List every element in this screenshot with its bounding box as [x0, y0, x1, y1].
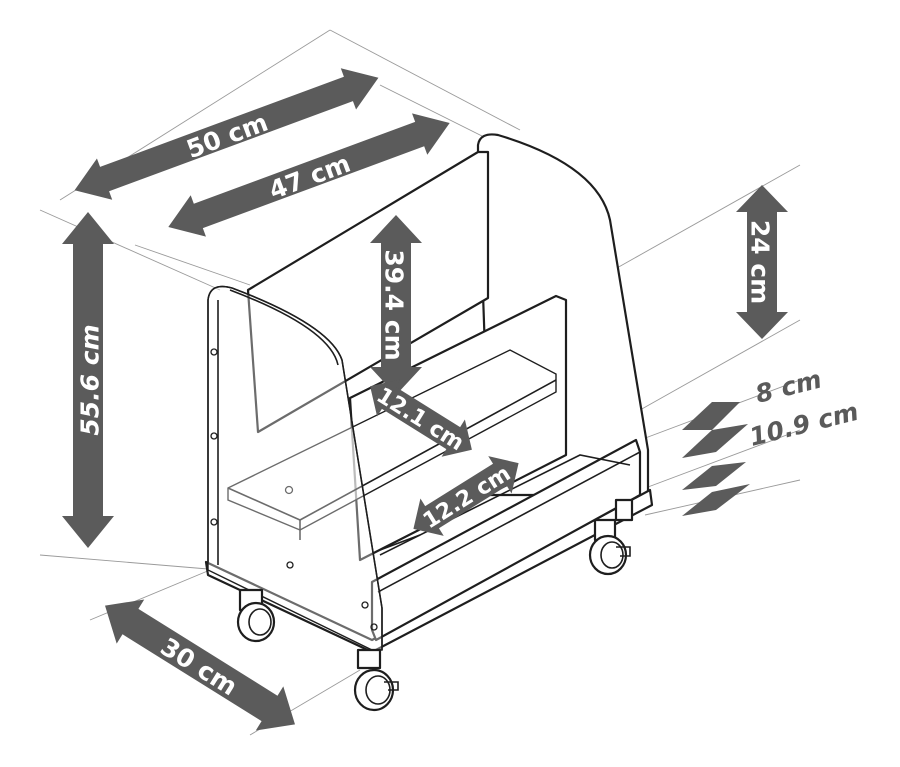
label-side-height: 24 cm: [746, 220, 775, 304]
screw-holes: [210, 348, 378, 631]
dimension-side-height: 24 cm: [736, 185, 788, 339]
label-total-height: 55.6 cm: [76, 324, 105, 435]
upper-shelf: [227, 349, 557, 531]
back-panel: [246, 150, 490, 434]
caster-back-left: [614, 498, 634, 522]
dimension-total-height: 55.6 cm: [62, 212, 114, 548]
label-total-width: 50 cm: [183, 108, 272, 164]
cart: [204, 133, 654, 712]
caster-front-right: [353, 648, 399, 712]
label-inner-height: 39.4 cm: [380, 249, 409, 360]
dimension-total-width: 50 cm: [74, 68, 379, 200]
dimension-inner-height: 39.4 cm: [370, 215, 422, 395]
base-plate: [204, 488, 654, 654]
label-front-panel: 8 cm: [752, 364, 824, 408]
caster-front-left: [236, 588, 276, 643]
caster-back-right: [588, 518, 631, 576]
label-inner-width: 47 cm: [265, 149, 354, 205]
